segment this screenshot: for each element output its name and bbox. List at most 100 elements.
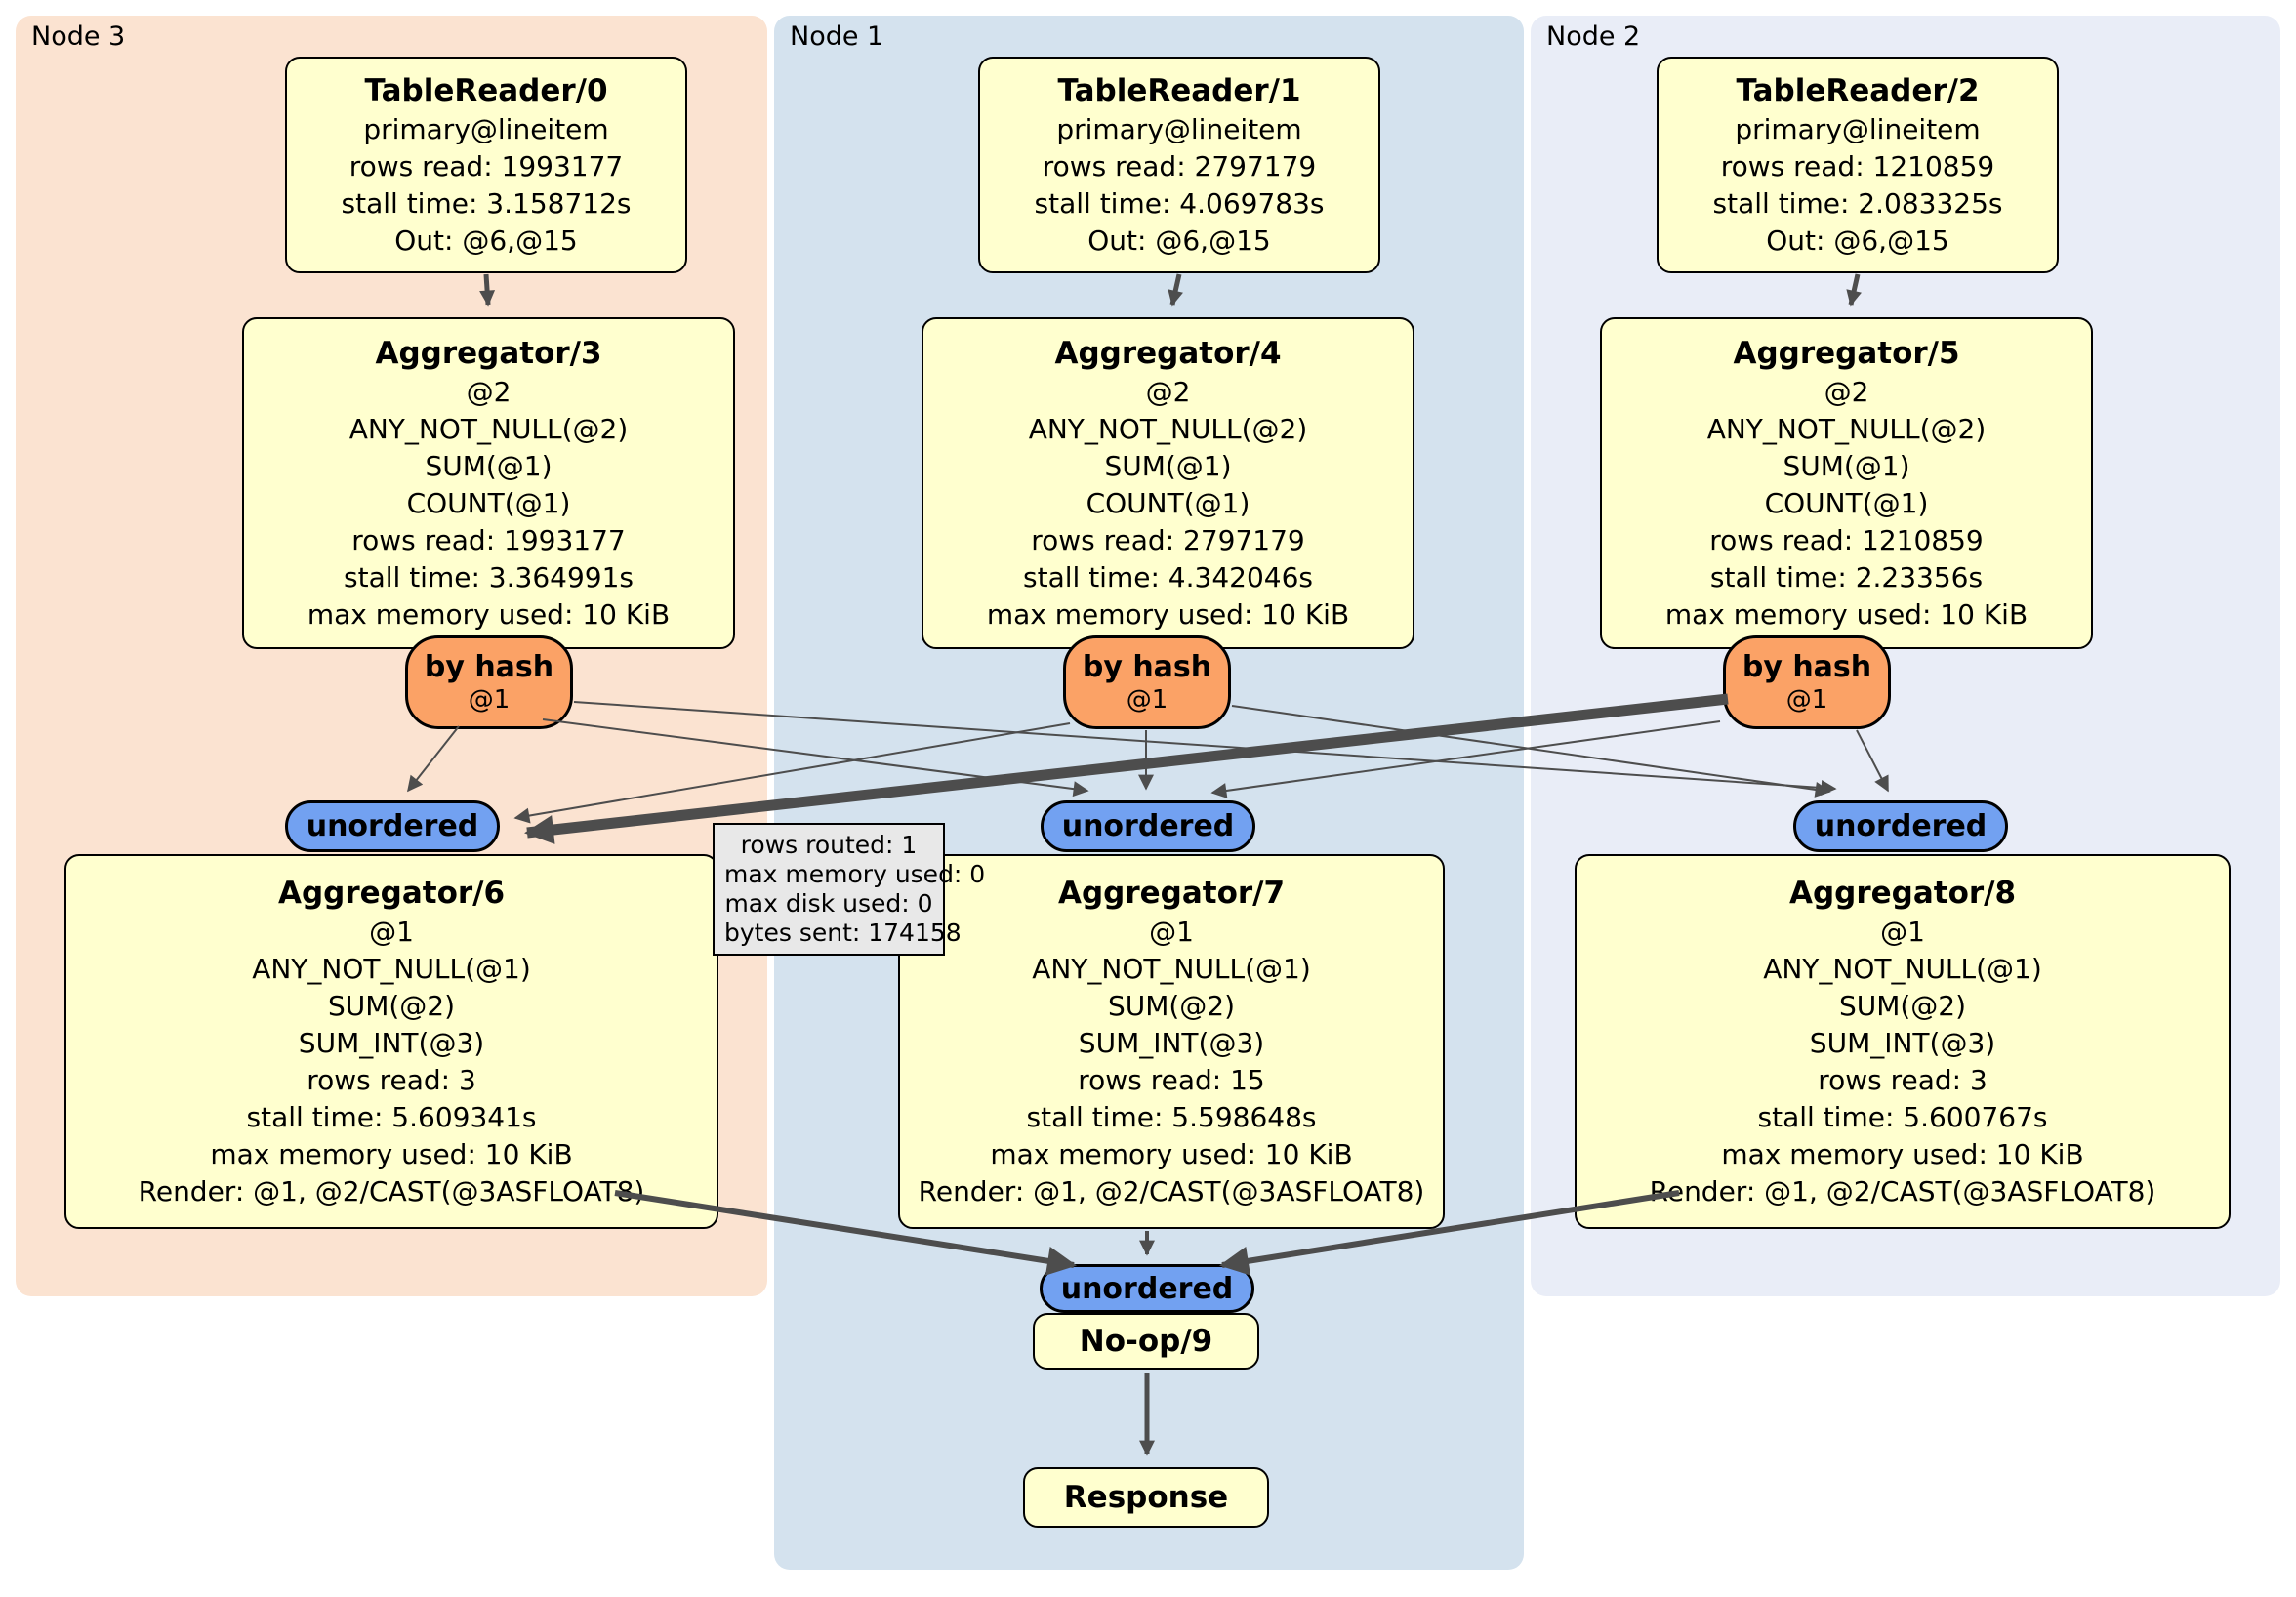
text-line: primary@lineitem [1735,113,1981,145]
text-line: ANY_NOT_NULL(@1) [1032,953,1311,985]
text-line: stall time: 5.609341s [246,1101,537,1133]
text-line: rows read: 3 [1818,1064,1988,1096]
text-line: stall time: 3.364991s [344,561,634,594]
router-label: by hash [1742,650,1872,684]
text-line: @1 [369,916,414,948]
text-line: SUM(@1) [1783,450,1910,482]
node-panel-3-label: Node 3 [31,21,126,52]
processor-title: Aggregator/7 [1057,876,1286,911]
text-line: max memory used: 10 KiB [990,1138,1353,1170]
router-by-hash-node2: by hash @1 [1723,635,1891,729]
text-line: primary@lineitem [363,113,609,145]
stream-unordered-node2: unordered [1793,800,2008,852]
text-line: SUM(@1) [1104,450,1232,482]
text-line: bytes sent: 174158 [724,919,962,947]
processor-title: TableReader/1 [1057,73,1301,108]
processor-tablereader-2: TableReader/2 primary@lineitem rows read:… [1657,57,2059,273]
text-line: max memory used: 10 KiB [307,598,671,631]
stream-unordered-node1: unordered [1041,800,1255,852]
stream-unordered-merge: unordered [1040,1264,1254,1313]
stream-label: unordered [1061,809,1235,843]
stream-label: unordered [306,809,479,843]
text-line: max memory used: 0 [724,860,986,888]
text-line: primary@lineitem [1056,113,1302,145]
processor-details: primary@lineitem rows read: 1210859 stall … [1713,111,2003,260]
processor-title: Response [1063,1480,1229,1515]
processor-title: Aggregator/6 [277,876,506,911]
stream-label: unordered [1060,1271,1234,1306]
text-line: @1 [1149,916,1194,948]
text-line: ANY_NOT_NULL(@1) [1763,953,2042,985]
text-line: COUNT(@1) [1086,487,1250,519]
processor-title: TableReader/0 [364,73,608,108]
router-by-hash-node1: by hash @1 [1063,635,1231,729]
router-hash-columns: @1 [1126,685,1168,715]
text-line: SUM(@2) [1107,990,1236,1022]
text-line: rows read: 1210859 [1720,150,1995,183]
text-line: SUM(@2) [327,990,456,1022]
stream-unordered-node3: unordered [285,800,500,852]
text-line: @2 [466,376,512,408]
text-line: rows read: 1993177 [351,524,626,556]
text-line: max memory used: 10 KiB [1664,598,2029,631]
processor-details: primary@lineitem rows read: 1993177 stall … [342,111,632,260]
router-label: by hash [1082,650,1212,684]
text-line: stall time: 3.158712s [341,187,632,220]
text-line: SUM_INT(@3) [1809,1027,1996,1059]
processor-tablereader-0: TableReader/0 primary@lineitem rows read:… [285,57,687,273]
processor-title: Aggregator/8 [1788,876,2017,911]
text-line: rows read: 1210859 [1709,524,1984,556]
text-line: Render: @1, @2/CAST(@3ASFLOAT8) [138,1175,645,1208]
text-line: Out: @6,@15 [1766,225,1949,257]
text-line: max memory used: 10 KiB [986,598,1350,631]
text-line: COUNT(@1) [1764,487,1929,519]
text-line: @1 [1880,916,1925,948]
text-line: Render: @1, @2/CAST(@3ASFLOAT8) [918,1175,1425,1208]
node-panel-1-label: Node 1 [790,21,884,52]
text-line: @2 [1145,376,1191,408]
text-line: Out: @6,@15 [1087,225,1271,257]
text-line: ANY_NOT_NULL(@2) [1706,413,1987,445]
text-line: stall time: 5.600767s [1757,1101,2048,1133]
text-line: ANY_NOT_NULL(@2) [348,413,629,445]
text-line: Render: @1, @2/CAST(@3ASFLOAT8) [1649,1175,2156,1208]
text-line: rows read: 2797179 [1042,150,1317,183]
text-line: max disk used: 0 [724,889,933,918]
text-line: SUM_INT(@3) [1078,1027,1265,1059]
text-line: SUM(@1) [425,450,553,482]
text-line: max memory used: 10 KiB [210,1138,573,1170]
text-line: rows read: 1993177 [348,150,624,183]
node-panel-2-label: Node 2 [1546,21,1641,52]
text-line: stall time: 2.23356s [1709,561,1984,594]
text-line: stall time: 2.083325s [1712,187,2003,220]
processor-title: No-op/9 [1079,1324,1213,1359]
processor-title: TableReader/2 [1736,73,1980,108]
processor-title: Aggregator/5 [1733,336,1960,371]
text-line: SUM_INT(@3) [298,1027,485,1059]
text-line: rows read: 3 [307,1064,476,1096]
processor-title: Aggregator/4 [1054,336,1282,371]
processor-noop-9: No-op/9 [1033,1313,1259,1370]
text-line: rows read: 15 [1078,1064,1265,1096]
text-line: SUM(@2) [1838,990,1967,1022]
text-line: COUNT(@1) [406,487,571,519]
text-line: max memory used: 10 KiB [1721,1138,2084,1170]
text-line: ANY_NOT_NULL(@1) [252,953,531,985]
router-hash-columns: @1 [468,685,511,715]
text-line: rows routed: 1 [740,831,918,859]
